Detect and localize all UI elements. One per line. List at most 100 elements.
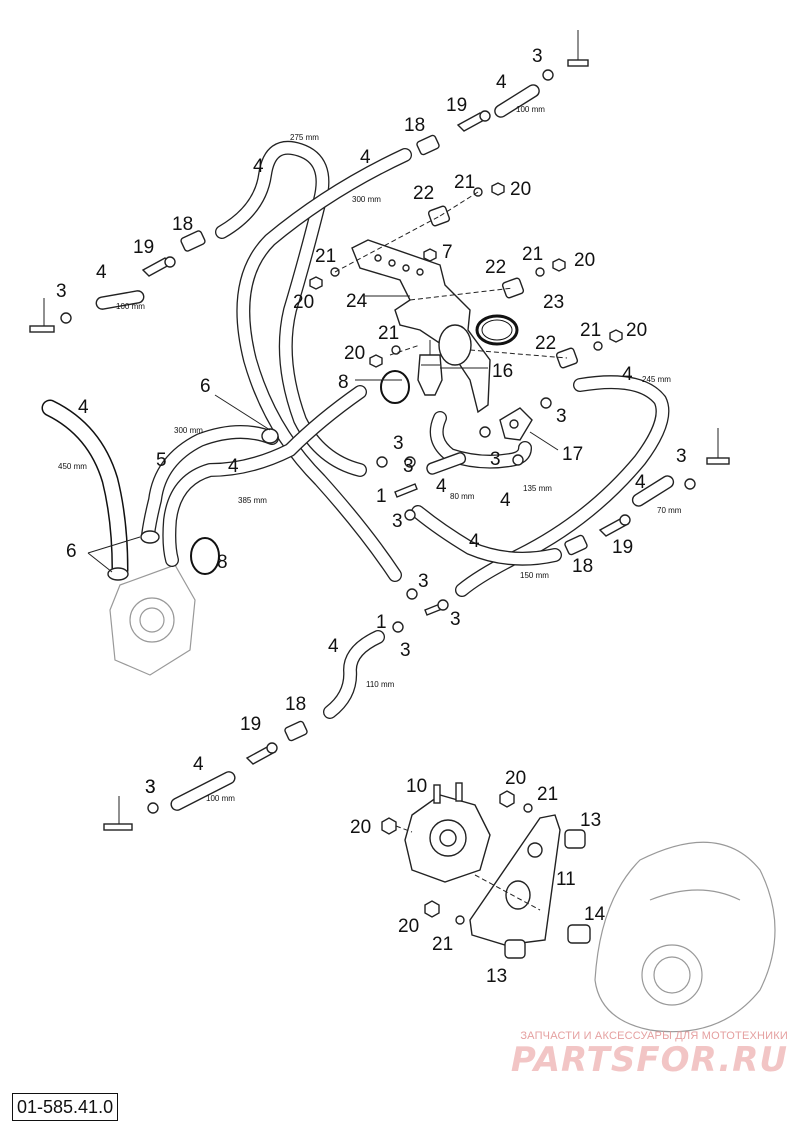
callout: 4 <box>328 636 339 657</box>
callout: 20 <box>574 250 595 271</box>
dimension-label: 110 mm <box>366 680 395 689</box>
hoses <box>141 140 670 719</box>
callout: 18 <box>572 556 593 577</box>
callout: 6 <box>66 541 77 562</box>
callout: 22 <box>485 257 506 278</box>
callout: 21 <box>454 172 475 193</box>
callout: 10 <box>406 776 427 797</box>
callout: 21 <box>537 784 558 805</box>
hose-clips <box>60 69 696 814</box>
callout: 8 <box>217 552 228 573</box>
dimension-label: 245 mm <box>642 375 671 384</box>
washers-and-nuts <box>309 182 623 368</box>
callout: 3 <box>490 449 501 470</box>
callout: 13 <box>580 810 601 831</box>
callout: 3 <box>418 571 429 592</box>
callout: 18 <box>172 214 193 235</box>
callout: 4 <box>436 476 447 497</box>
pump-plate <box>469 814 561 946</box>
rubber-mounts <box>427 205 579 369</box>
callout: 3 <box>145 777 156 798</box>
callout: 4 <box>469 531 480 552</box>
dimension-label: 80 mm <box>450 492 475 501</box>
diagram-reference-number: 01-585.41.0 <box>12 1093 119 1121</box>
dimension-label: 300 mm <box>174 426 203 435</box>
callout: 21 <box>522 244 543 265</box>
callout: 4 <box>96 262 107 283</box>
callout: 3 <box>450 609 461 630</box>
callout: 24 <box>346 291 368 312</box>
callout: 21 <box>378 323 399 344</box>
crankcase-cover-ghost <box>594 841 776 1033</box>
callout: 3 <box>56 281 67 302</box>
callout: 20 <box>350 817 371 838</box>
watermark-tagline: ЗАПЧАСТИ И АКСЕССУАРЫ ДЛЯ МОТОТЕХНИКИ <box>520 1030 788 1042</box>
watermark: ЗАПЧАСТИ И АКСЕССУАРЫ ДЛЯ МОТОТЕХНИКИ PA… <box>488 1030 788 1080</box>
callout: 3 <box>145 777 156 798</box>
callout: 1 <box>376 612 387 633</box>
callout: 20 <box>398 916 419 937</box>
callout: 21 <box>432 934 453 955</box>
callout: 8 <box>338 372 349 393</box>
callout: 5 <box>156 450 167 471</box>
callout: 19 <box>240 714 261 735</box>
fuel-filter <box>417 340 443 396</box>
callout: 7 <box>442 242 453 263</box>
dimension-label: 100 mm <box>206 794 235 803</box>
callout: 11 <box>556 869 576 890</box>
callout: 20 <box>510 179 531 200</box>
dimension-label: 100 mm <box>116 302 145 311</box>
callout: 4 <box>635 472 646 493</box>
callout: 4 <box>500 490 511 511</box>
clamp-ring-8 <box>190 370 410 575</box>
t-connectors <box>394 483 448 616</box>
fuel-pump-assembly <box>404 782 491 883</box>
callout: 1 <box>376 486 387 507</box>
callout: 19 <box>446 95 467 116</box>
callout: 19 <box>612 537 633 558</box>
mounting-bracket <box>351 239 491 414</box>
callout: 3 <box>556 406 567 427</box>
callout: 18 <box>404 115 425 136</box>
dimension-label: 135 mm <box>523 484 552 493</box>
callout: 21 <box>315 246 336 267</box>
callout: 3 <box>392 511 403 532</box>
callout: 3 <box>532 46 543 67</box>
callout: 4 <box>253 156 264 177</box>
dimension-label: 450 mm <box>58 462 87 471</box>
callout: 19 <box>133 237 154 258</box>
callout: 3 <box>400 640 411 661</box>
vent-pins <box>29 30 730 831</box>
fuel-valve <box>499 407 533 441</box>
watermark-logo: PARTSFOR.RU <box>510 1040 788 1080</box>
callout: 4 <box>622 364 633 385</box>
callout: 3 <box>403 456 414 477</box>
callout: 4 <box>193 754 204 775</box>
callout: 14 <box>584 904 606 925</box>
callout: 17 <box>562 444 583 465</box>
callout: 21 <box>580 320 601 341</box>
callouts: 3 4 19 18 4 4 21 20 22 18 19 4 3 21 20 7… <box>56 46 687 987</box>
callout: 4 <box>360 147 371 168</box>
carburetor-pump-ghost <box>109 564 196 676</box>
dimension-label: 100 mm <box>516 105 545 114</box>
dimension-label: 275 mm <box>290 133 319 142</box>
callout: 13 <box>486 966 507 987</box>
dimension-labels: 275 mm 300 mm 100 mm 100 mm 300 mm 385 m… <box>58 105 682 803</box>
callout: 4 <box>496 72 507 93</box>
dimension-label: 385 mm <box>238 496 267 505</box>
dimension-label: 150 mm <box>520 571 549 580</box>
callout: 3 <box>676 446 687 467</box>
callout: 20 <box>344 343 365 364</box>
callout: 18 <box>285 694 306 715</box>
leader-lines <box>87 191 568 911</box>
pump-mounts <box>381 790 591 959</box>
callout: 3 <box>393 433 404 454</box>
callout: 22 <box>413 183 434 204</box>
clamp-ring <box>475 314 519 346</box>
callout: 20 <box>505 768 526 789</box>
callout: 4 <box>78 397 89 418</box>
callout: 4 <box>228 456 239 477</box>
callout: 20 <box>293 292 314 313</box>
